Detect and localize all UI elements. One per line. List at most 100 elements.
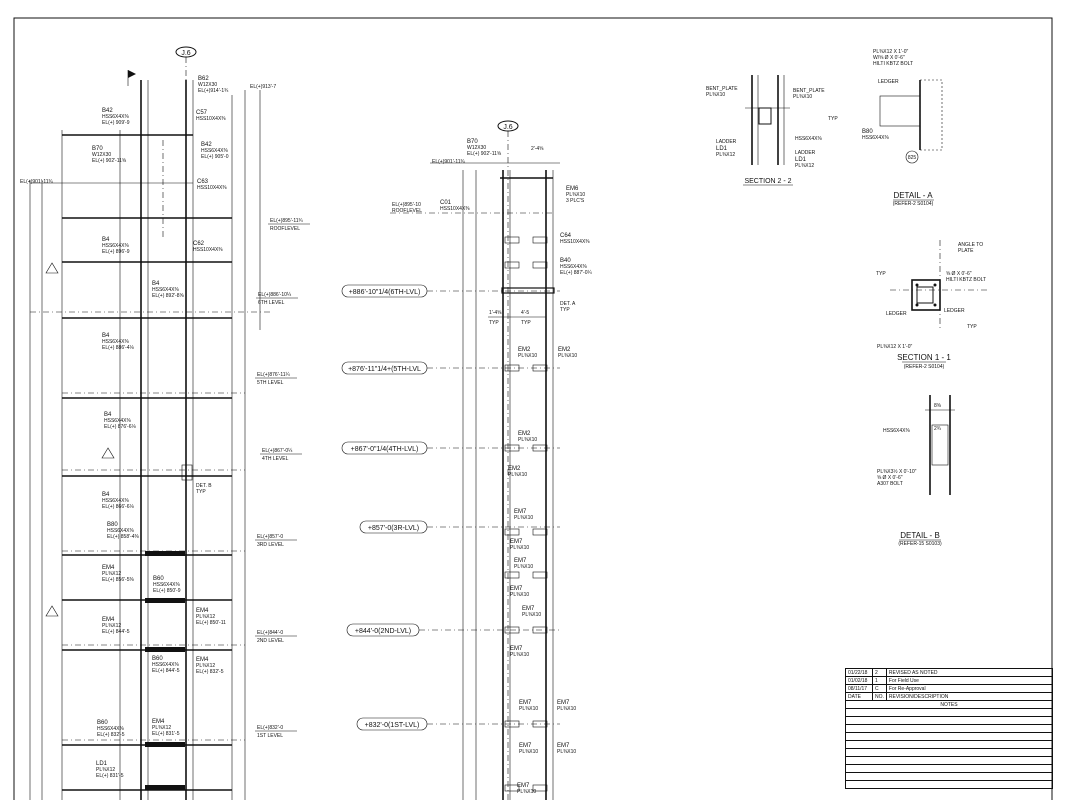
level-name: 3RD LEVEL: [257, 542, 284, 548]
beam-label: B80: [862, 129, 873, 135]
blank-cell: [845, 708, 1053, 717]
grid-label: J.6: [181, 50, 190, 57]
embed-plate: [181, 464, 193, 481]
beam-label: B80: [107, 522, 118, 528]
beam-label: C63: [197, 179, 209, 185]
beam-label: B4: [102, 492, 110, 498]
blank-cell: [845, 780, 1053, 789]
embed-plate: [532, 571, 548, 579]
beam-label: B4: [104, 412, 112, 418]
beam-elevation: EL(+) 902'-11⅝: [92, 158, 127, 164]
revision-triangle: [45, 262, 59, 274]
level-elevation: EL(+)895'-11¾: [270, 218, 304, 224]
level-tag: +886'-10"1/4(6TH-LVL): [349, 289, 421, 296]
detail-note: PL⅜X3½ X 0'-10": [877, 468, 917, 475]
ladder-size: PL⅜X12: [716, 152, 735, 158]
plate-size: PL⅜X10: [793, 94, 812, 100]
plate-labels: EM2PL⅜X10EM2PL⅜X10EM2PL⅜X10EM2PL⅜X10EM7P…: [508, 347, 577, 795]
beam-size: HSS6X4X⅜: [201, 148, 229, 154]
beam-size: HSS6X4X⅜: [107, 528, 135, 534]
beam-elevation: EL(+) 850'-9: [153, 588, 181, 594]
blank-row: [845, 732, 1053, 741]
blank-row: [845, 708, 1053, 717]
embed-plate: [532, 236, 548, 244]
embed-plate: [532, 528, 548, 536]
beam-size: PL⅜X12: [152, 725, 171, 731]
beam-label: C57: [196, 110, 208, 116]
plate-size: PL⅜X10: [522, 612, 541, 618]
beam-elevation: EL(+) 892'-8⅝: [152, 293, 184, 299]
level-tag: +857'-0(3R-LVL): [368, 525, 419, 532]
plate-label: EM7: [514, 558, 527, 564]
ladder-id: LD1: [795, 157, 807, 163]
plate-size: PL⅜X10: [518, 437, 537, 443]
beam-size: HSS6X4X⅜: [862, 135, 890, 141]
beam-label: B42: [201, 142, 212, 148]
level-elevation: EL(+)886'-10¼: [258, 292, 292, 298]
blank-cell: [845, 772, 1053, 781]
revision-date: 08/11/17: [845, 684, 873, 693]
beam-label: B70: [467, 139, 478, 145]
beam-label: B70: [92, 146, 103, 152]
level-tag: +832'-0(1ST-LVL): [365, 722, 420, 729]
plate-label: EM2: [518, 431, 531, 437]
ladder-size: PL⅜X12: [795, 163, 814, 169]
plate-size: PL⅜X10: [517, 789, 536, 795]
embed-plate: [501, 287, 555, 294]
plate-label: EM2: [558, 347, 571, 353]
beam-label: C62: [193, 241, 205, 247]
revision-desc: REVISION/DESCRIPTION: [885, 692, 1054, 701]
level-elevation: EL(+)876'-11¼: [257, 372, 291, 378]
section-note: ⅝ Ø X 0'-6": [946, 271, 972, 277]
beam-size: HSS6X4X⅜: [97, 726, 125, 732]
plate-label: EM7: [519, 700, 532, 706]
level-name: 2ND LEVEL: [257, 638, 284, 644]
middle-elevation: J.6 +886'-10"1/4(6TH-LVL)+876'-11"1/4+(5…: [341, 120, 592, 800]
beam-label: EM4: [102, 617, 115, 623]
grid-label: J.6: [503, 124, 512, 131]
embed-plate: [504, 236, 520, 244]
dimension-text: 4'-5: [521, 310, 529, 316]
beam-size: HSS10X4X⅜: [193, 247, 223, 253]
level-name: ROOFLEVEL: [270, 226, 300, 232]
plate-note: 3 PLC'S: [566, 198, 585, 204]
beam-label: B60: [153, 576, 164, 582]
detail-plate: [931, 424, 949, 466]
plate-size: PL⅜X10: [508, 472, 527, 478]
beam-label: C64: [560, 233, 572, 239]
beam-size: PL⅜X12: [102, 623, 121, 629]
plate-label: EM7: [557, 743, 570, 749]
beam-size: HSS6X4X⅜: [104, 418, 132, 424]
beam-elevation: EL(+) 844'-5: [102, 629, 130, 635]
plate-label: EM6: [566, 186, 579, 192]
typ-label: TYP: [196, 489, 206, 495]
bolt: [933, 303, 937, 307]
detail-beam: [879, 95, 921, 127]
beam-label: EM4: [152, 719, 165, 725]
ladder-id: LD1: [716, 146, 728, 152]
beam-elevation: EL(+) 856'-5⅜: [102, 577, 134, 583]
beam-size: W12X30: [467, 145, 486, 151]
plate-size: PL⅜X10: [514, 564, 533, 570]
embed-plate: [145, 785, 185, 790]
detail-ref: (REFER-2 S0104): [893, 201, 934, 207]
level-elevation: EL(+)867'-0¼: [262, 448, 293, 454]
revision-desc: REVISED AS NOTED: [885, 668, 1054, 677]
beam-size: PL⅜X12: [102, 571, 121, 577]
plate-size: PL⅜X10: [557, 749, 576, 755]
plate-size: PL⅜X10: [510, 545, 529, 551]
revision-no: C: [872, 684, 887, 693]
detail-a: 825 PL⅜X12 X 1'-0" W/⅝ Ø X 0'-6" HILTI K…: [862, 49, 943, 207]
ledger-label: LEDGER: [944, 308, 965, 314]
plate-label: EM7: [519, 743, 532, 749]
level-name: 1ST LEVEL: [257, 733, 283, 739]
level-tag: +844'-0(2ND-LVL): [355, 628, 411, 635]
detail-callout: DET. B: [196, 483, 212, 489]
plate-size: PL⅜X10: [519, 706, 538, 712]
ledger-label: LEDGER: [878, 79, 899, 85]
blank-row: [845, 764, 1053, 773]
beam-label: C01: [440, 200, 452, 206]
beam-elevation: EL(+) 887'-0¼: [560, 270, 592, 276]
